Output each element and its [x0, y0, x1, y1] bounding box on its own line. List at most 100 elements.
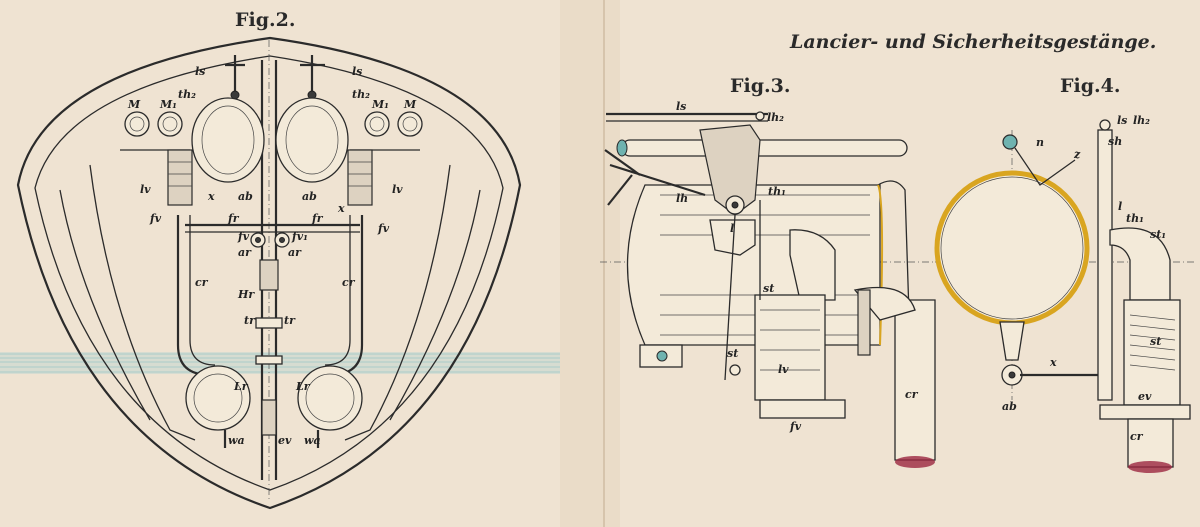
hull-outer-shell	[16, 36, 522, 510]
center-valve-cluster	[250, 232, 290, 436]
spring-housing	[1123, 299, 1181, 406]
fig4-cr-end	[1128, 461, 1172, 473]
label: cr	[1130, 430, 1144, 443]
label: lv	[778, 363, 789, 376]
upper-reservoir-left	[191, 97, 265, 183]
hull-inner-shell	[34, 55, 504, 491]
fitting-n	[1002, 134, 1018, 150]
lever-plate	[709, 219, 756, 256]
hull-frame-left	[59, 189, 151, 421]
hull-frame-right	[389, 189, 481, 421]
column-sh	[1097, 129, 1113, 401]
label: Lr	[295, 380, 311, 393]
figure-4-labels: ls lh₂ sh n z l th₁ st₁ st x ab ev cr	[1002, 114, 1166, 443]
main-vessel	[626, 184, 881, 346]
label: ls	[195, 65, 205, 78]
hull-rib-left	[89, 164, 196, 441]
valve-lv	[754, 294, 826, 401]
handle-lh	[609, 163, 706, 197]
label: th₂	[352, 88, 370, 101]
label: st	[1150, 335, 1161, 348]
label: tr	[244, 314, 256, 327]
label: lh₂	[1133, 114, 1150, 127]
figure-2-labels: ls th₂ M M₁ M₁ M ls th₂ lv x ab ab x lv …	[127, 65, 417, 447]
figure-3-labels: ls lh₂ lh th₁ l st st lv fv cr	[676, 100, 919, 433]
figure-2-title: Fig.2.	[235, 9, 295, 31]
bottom-spout	[999, 321, 1025, 361]
label: ev	[1138, 390, 1152, 403]
plate-title: Lancier- und Sicherheitsgestänge.	[789, 31, 1156, 53]
vessel-section-ring	[934, 170, 1090, 326]
label: fv	[149, 212, 162, 225]
top-handwheels	[225, 55, 325, 100]
label: Hr	[237, 288, 255, 301]
flange	[857, 289, 871, 356]
label: ev	[278, 434, 292, 447]
label: Lr	[233, 380, 249, 393]
label: wa	[228, 434, 245, 447]
label: lh	[676, 192, 688, 205]
label: fv₁	[291, 230, 308, 243]
label: M₁	[159, 98, 177, 111]
page-fold	[560, 0, 620, 527]
label: th₁	[768, 185, 786, 198]
fig4-cr-pipe	[1127, 418, 1174, 468]
label: st	[727, 347, 738, 360]
label: ar	[288, 246, 302, 259]
pipe-cr-vertical	[894, 299, 936, 461]
label: th₁	[1126, 212, 1144, 225]
label: M	[403, 98, 417, 111]
lever-bracket	[699, 124, 761, 216]
hull-section	[877, 180, 911, 346]
label: fr	[311, 212, 324, 225]
rod-st	[724, 214, 736, 381]
figure-4: Fig.4.	[934, 75, 1195, 473]
horizontal-tube	[621, 139, 908, 157]
label: st	[763, 282, 774, 295]
label: M	[127, 98, 141, 111]
label: ls	[1117, 114, 1127, 127]
label: ab	[302, 190, 317, 203]
label: x	[337, 202, 345, 215]
label: th₂	[178, 88, 196, 101]
label: M₁	[371, 98, 389, 111]
valve-column-left	[167, 149, 193, 206]
label: st₁	[1150, 228, 1166, 241]
tube-end-cap	[616, 139, 628, 157]
label: ab	[238, 190, 253, 203]
figure-2: Fig.2.	[0, 9, 560, 510]
label: ab	[1002, 400, 1017, 413]
hull-rib-right	[344, 164, 451, 441]
label: x	[1049, 356, 1057, 369]
label: fv	[377, 222, 390, 235]
label: ar	[238, 246, 252, 259]
label: z	[1073, 148, 1081, 161]
figure-3: Fig.3.	[600, 75, 940, 468]
vessel-foot-cap	[656, 350, 668, 362]
label: ls	[352, 65, 362, 78]
elbow-pipe-upper	[789, 229, 836, 301]
lower-reservoir-left	[185, 365, 251, 431]
label: fv	[789, 420, 802, 433]
label: fr	[227, 212, 240, 225]
valve-base	[759, 399, 846, 419]
label: fv	[237, 230, 250, 243]
label: cr	[342, 276, 356, 289]
label: l	[1118, 200, 1122, 213]
label: l	[730, 222, 734, 235]
upper-reservoir-right	[275, 97, 349, 183]
pressure-gauges	[120, 111, 423, 151]
figure-4-title: Fig.4.	[1060, 75, 1120, 97]
label: tr	[284, 314, 296, 327]
label: lv	[392, 183, 403, 196]
label: n	[1036, 136, 1044, 149]
label: cr	[195, 276, 209, 289]
figure-3-title: Fig.3.	[730, 75, 790, 97]
label: x	[207, 190, 215, 203]
valve-column-right	[347, 149, 373, 206]
label: cr	[905, 388, 919, 401]
label: sh	[1108, 135, 1122, 148]
pipe-cr-end	[895, 456, 935, 468]
label: ls	[676, 100, 686, 113]
